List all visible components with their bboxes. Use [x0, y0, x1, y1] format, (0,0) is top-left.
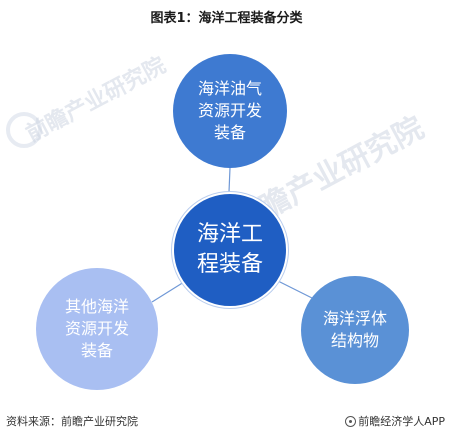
- app-credit-label: 前瞻经济学人APP: [358, 415, 445, 428]
- node-offshore-oil-gas-equipment: 海洋油气 资源开发 装备: [173, 54, 287, 168]
- connector-right: [275, 279, 313, 299]
- node-label: 海洋浮体 结构物: [322, 309, 387, 350]
- node-label: 海洋油气 资源开发 装备: [197, 79, 262, 142]
- app-credit: 前瞻经济学人APP: [345, 413, 445, 429]
- watermark-logo-icon: [6, 112, 42, 148]
- connector-left: [151, 281, 185, 303]
- source-note: 资料来源：前瞻产业研究院: [6, 415, 138, 428]
- node-label: 海洋工 程装备: [196, 222, 263, 277]
- node-label: 其他海洋 资源开发 装备: [64, 297, 129, 360]
- figure-title: 图表1：海洋工程装备分类: [150, 11, 303, 26]
- connector-top: [228, 167, 231, 193]
- node-other-marine-resources-equipment: 其他海洋 资源开发 装备: [36, 268, 158, 390]
- node-marine-engineering-equipment: 海洋工 程装备: [172, 192, 288, 308]
- brand-logo-icon: [345, 415, 357, 427]
- node-floating-structures: 海洋浮体 结构物: [301, 276, 409, 384]
